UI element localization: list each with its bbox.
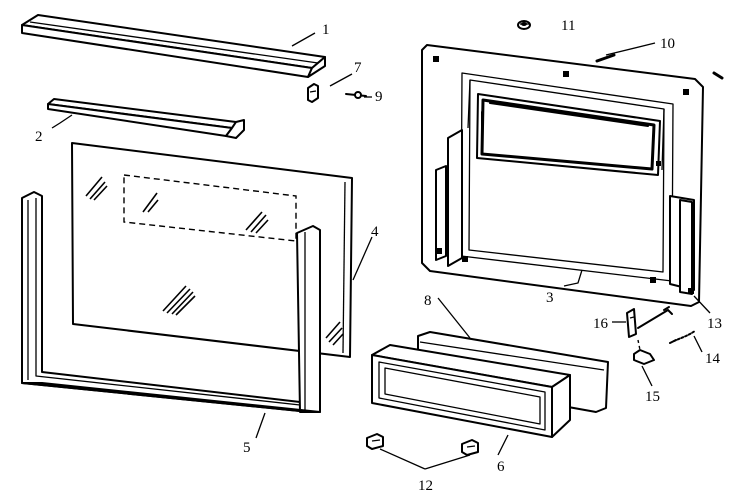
part-7-small-bracket <box>307 83 319 103</box>
part-2-bracket-strip <box>47 98 245 139</box>
callout-4: 4 <box>371 224 379 240</box>
part-10-screws <box>595 53 724 80</box>
callout-15: 15 <box>645 389 660 405</box>
callout-8: 8 <box>424 293 432 309</box>
callout-3: 3 <box>546 290 554 306</box>
glass-reflection-marks <box>85 176 344 346</box>
part-15-hinge-pin <box>633 339 655 365</box>
part-14-spring <box>669 330 696 344</box>
callout-13: 13 <box>707 316 722 332</box>
part-11-grommet <box>517 20 531 30</box>
part-12-clips <box>366 433 479 456</box>
part-6-handle-box <box>371 344 571 438</box>
part-16-hinge-bracket <box>626 308 637 338</box>
callout-11: 11 <box>561 18 575 34</box>
callout-5: 5 <box>243 440 251 456</box>
callout-7: 7 <box>354 60 362 76</box>
part-3-inner-liner <box>421 44 704 307</box>
callout-16: 16 <box>593 316 609 332</box>
part-5-door-frame <box>21 191 321 413</box>
leader-lines <box>51 23 711 470</box>
part-13-hinge-arm <box>637 306 673 329</box>
callout-14: 14 <box>705 351 721 367</box>
callout-9: 9 <box>375 89 383 105</box>
part-1-top-trim <box>21 14 326 78</box>
part-4-door-glass <box>71 142 353 358</box>
callout-labels: 1 2 3 4 5 6 7 8 9 10 11 12 13 14 15 16 <box>35 18 722 494</box>
part-9-screw <box>345 91 367 99</box>
callout-6: 6 <box>497 459 505 475</box>
callout-2: 2 <box>35 129 43 145</box>
callout-12: 12 <box>418 478 433 494</box>
callout-10: 10 <box>660 36 675 52</box>
callout-1: 1 <box>322 22 330 38</box>
